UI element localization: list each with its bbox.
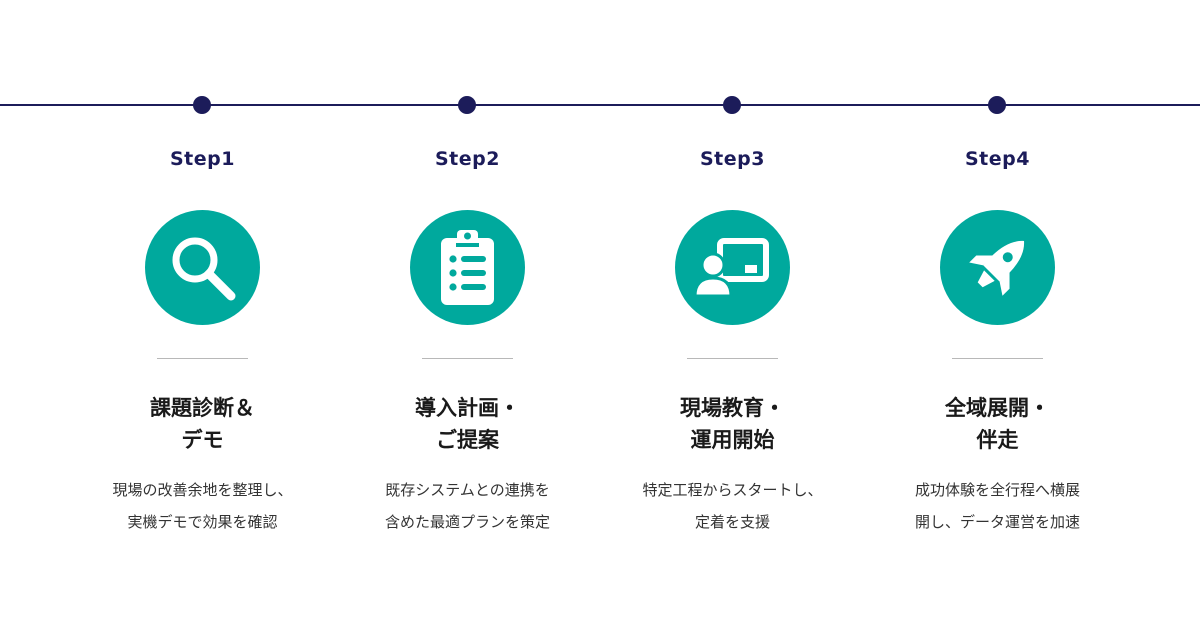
clipboard-list-icon [441, 230, 494, 305]
step-title: 全域展開・ 伴走 [865, 392, 1130, 456]
step-title: 課題診断＆ デモ [70, 392, 335, 456]
step-4: Step4 全域展開・ 伴走 成功体験を全行程へ横展 開し、データ運営を加速 [865, 0, 1130, 630]
step-desc-line: 特定工程からスタートし、 [642, 481, 823, 499]
step-3: Step3 現場教育・ 運用開始 特定工程からスタートし、 定着を支援 [600, 0, 865, 630]
step-description: 成功体験を全行程へ横展 開し、データ運営を加速 [865, 474, 1130, 538]
magnifier-icon [172, 237, 236, 301]
step-desc-line: 実機デモで効果を確認 [127, 513, 278, 531]
step-desc-line: 含めた最適プランを策定 [384, 513, 550, 531]
step-divider [157, 358, 248, 359]
step-desc-line: 現場の改善余地を整理し、 [112, 481, 293, 499]
step-title-line: 伴走 [976, 428, 1019, 452]
step-title-line: 導入計画・ [415, 396, 520, 420]
step-desc-line: 既存システムとの連携を [385, 481, 550, 499]
step-title-line: 運用開始 [690, 428, 775, 452]
step-description: 特定工程からスタートし、 定着を支援 [600, 474, 865, 538]
step-title-line: ご提案 [436, 428, 499, 452]
step-label: Step1 [170, 148, 235, 170]
step-desc-line: 開し、データ運営を加速 [914, 513, 1080, 531]
step-description: 現場の改善余地を整理し、 実機デモで効果を確認 [70, 474, 335, 538]
step-title-line: 課題診断＆ [150, 396, 255, 420]
timeline-line [0, 104, 1200, 106]
timeline-dot [193, 96, 211, 114]
step-label: Step3 [700, 148, 765, 170]
step-1: Step1 課題診断＆ デモ 現場の改善余地を整理し、 実機デモで効果を確認 [70, 0, 335, 630]
step-2: Step2 導入計画・ ご提案 既存システムとの連携を 含めた最適プランを策定 [335, 0, 600, 630]
step-divider [422, 358, 513, 359]
timeline-dot [723, 96, 741, 114]
timeline-dot [988, 96, 1006, 114]
step-divider [952, 358, 1043, 359]
step-icon-circle [675, 210, 790, 325]
step-label: Step4 [965, 148, 1030, 170]
step-title: 導入計画・ ご提案 [335, 392, 600, 456]
timeline-dot [458, 96, 476, 114]
step-title-line: デモ [181, 428, 224, 452]
step-icon-circle [940, 210, 1055, 325]
step-title-line: 現場教育・ [680, 396, 785, 420]
step-desc-line: 成功体験を全行程へ横展 [914, 481, 1080, 499]
presenter-board-icon [693, 238, 769, 298]
rocket-icon [969, 240, 1025, 296]
step-label: Step2 [435, 148, 500, 170]
step-title-line: 全域展開・ [945, 396, 1050, 420]
step-divider [687, 358, 778, 359]
step-title: 現場教育・ 運用開始 [600, 392, 865, 456]
step-description: 既存システムとの連携を 含めた最適プランを策定 [335, 474, 600, 538]
step-icon-circle [410, 210, 525, 325]
step-desc-line: 定着を支援 [694, 513, 770, 531]
step-icon-circle [145, 210, 260, 325]
